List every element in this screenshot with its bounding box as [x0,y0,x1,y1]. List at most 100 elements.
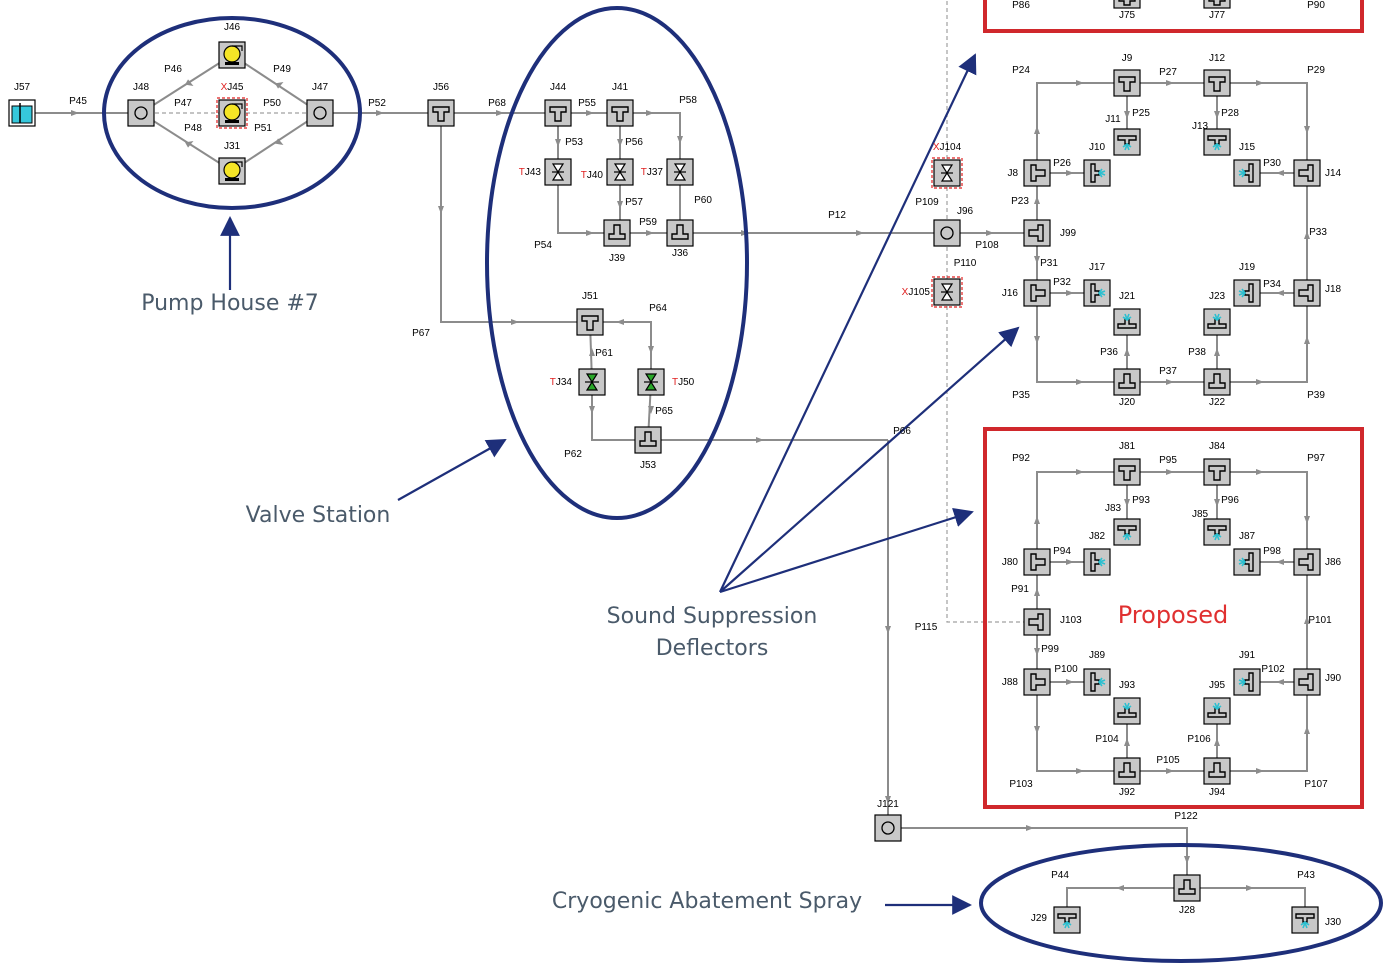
pipe-segment[interactable] [590,321,652,382]
junction-j77[interactable] [1203,0,1231,9]
junction-xj45[interactable] [216,97,248,129]
junction-j87[interactable] [1233,548,1261,576]
pipe-segment[interactable] [888,827,1188,888]
junction-label: J89 [1089,650,1106,661]
junction-j23[interactable] [1203,308,1231,336]
junction-j75[interactable] [1113,0,1141,9]
pipe-segment[interactable] [440,113,590,323]
junction-label: J16 [1002,288,1019,299]
pipe-segment[interactable] [1036,682,1127,772]
junction-j28[interactable] [1173,874,1201,902]
junction-j88[interactable] [1023,668,1051,696]
junction-j48[interactable] [127,99,155,127]
junction-j17[interactable] [1083,279,1111,307]
junction-j11[interactable] [1113,128,1141,156]
junction-j121[interactable] [874,814,902,842]
junction-label: J39 [609,253,626,264]
flow-arrow-icon [1304,336,1310,344]
junction-j41[interactable] [606,99,634,127]
junction-j8[interactable] [1023,159,1051,187]
junction-j85[interactable] [1203,518,1231,546]
junction-tj43[interactable] [544,158,572,186]
junction-j10[interactable] [1083,159,1111,187]
junction-j16[interactable] [1023,279,1051,307]
junction-j15[interactable] [1233,159,1261,187]
junction-j51[interactable] [576,308,604,336]
pipe-label: P46 [164,64,182,75]
pipe-segment[interactable] [1217,293,1308,383]
junction-tj40[interactable] [606,158,634,186]
junction-j44[interactable] [544,99,572,127]
junction-j99[interactable] [1023,219,1051,247]
junction-label: J44 [550,82,567,93]
pipe-segment[interactable] [1036,82,1127,173]
pipe-segment[interactable] [1036,471,1127,562]
pipe-segment[interactable] [591,382,648,441]
flow-arrow-icon [1276,170,1284,176]
junction-j9[interactable] [1113,69,1141,97]
junction-j96[interactable] [933,219,961,247]
junction-xj105[interactable] [931,276,963,308]
junction-j86[interactable] [1293,548,1321,576]
junction-j36[interactable] [666,219,694,247]
pipe-segment[interactable] [1036,293,1127,383]
junction-label: J29 [1031,913,1048,924]
junction-j53[interactable] [634,426,662,454]
junction-j57[interactable] [8,99,36,127]
junction-j20[interactable] [1113,368,1141,396]
junction-label: J46 [224,22,241,33]
flow-arrow-icon [616,319,624,325]
junction-xj104[interactable] [931,157,963,189]
junction-j89[interactable] [1083,668,1111,696]
junction-j47[interactable] [306,99,334,127]
junction-j19[interactable] [1233,279,1261,307]
junction-tj37[interactable] [666,158,694,186]
junction-j90[interactable] [1293,668,1321,696]
junction-j84[interactable] [1203,458,1231,486]
pipe-segment[interactable] [557,172,617,234]
junction-j31[interactable] [218,157,246,185]
flow-arrow-icon [1166,768,1174,774]
junction-j82[interactable] [1083,548,1111,576]
pipe-segment[interactable] [1217,471,1308,562]
junction-label: J48 [133,82,150,93]
junction-j12[interactable] [1203,69,1231,97]
junction-j83[interactable] [1113,518,1141,546]
junction-j30[interactable] [1291,906,1319,934]
junction-label: J9 [1122,53,1133,64]
flow-arrow-icon [986,230,994,236]
flow-arrow-icon [1034,726,1040,734]
junction-j56[interactable] [427,99,455,127]
junction-j103[interactable] [1023,608,1051,636]
junction-j81[interactable] [1113,458,1141,486]
junction-j39[interactable] [603,219,631,247]
junction-j18[interactable] [1293,279,1321,307]
flow-arrow-icon [1124,348,1130,356]
junction-j95[interactable] [1203,697,1231,725]
junction-tj50[interactable] [637,368,665,396]
junction-j13[interactable] [1203,128,1231,156]
dashed-pipe-segment[interactable] [946,292,1037,623]
pipe-label: P52 [368,98,386,109]
junction-j46[interactable] [218,41,246,69]
junction-j29[interactable] [1053,906,1081,934]
pipe-label: P91 [1011,584,1029,595]
junction-j21[interactable] [1113,308,1141,336]
junction-j80[interactable] [1023,548,1051,576]
junction-j94[interactable] [1203,757,1231,785]
junction-j14[interactable] [1293,159,1321,187]
pipe-segment[interactable] [620,112,681,172]
junction-j91[interactable] [1233,668,1261,696]
flow-arrow-icon [856,230,864,236]
pipe-segment[interactable] [1066,887,1187,920]
junction-tj34[interactable] [578,368,606,396]
pipe-segment[interactable] [1217,82,1308,173]
junction-j93[interactable] [1113,697,1141,725]
pipe-segment[interactable] [1187,887,1306,920]
junction-label: J121 [877,799,899,810]
junction-j92[interactable] [1113,757,1141,785]
flow-arrow-icon [1256,768,1264,774]
pipe-segment[interactable] [1217,682,1308,772]
pipe-label: P66 [893,426,911,437]
junction-j22[interactable] [1203,368,1231,396]
